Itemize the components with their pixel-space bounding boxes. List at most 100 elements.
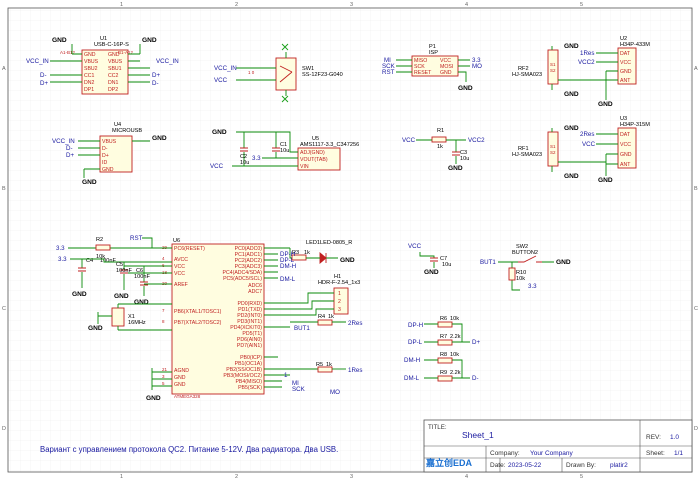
schematic-label: PC0(ADC0) <box>235 246 263 252</box>
schematic-label: DP-L <box>408 339 423 346</box>
schematic-label: PB7(XTAL2/TOSC2) <box>174 320 222 326</box>
schematic-label: VCC <box>210 163 224 170</box>
u6-atmega328-mcu[interactable]: U6 ATMEGA328 PC6(RESET) AVCC VCC VCC ARE… <box>162 238 318 399</box>
schematic-label: 2023-05-22 <box>508 462 542 469</box>
schematic-label: PD1(TXD) <box>238 307 262 313</box>
schematic-label: GND <box>174 382 186 388</box>
ref-label: U5 <box>312 136 319 142</box>
value-label: H34P-315M <box>620 122 650 128</box>
u3-rf-receiver-315[interactable]: U3 H34P-315M DAT VCC GND ANT 2Res VCC GN… <box>580 116 650 184</box>
schematic-label: VCC <box>582 141 596 148</box>
u1-usb-c-connector[interactable]: U1 USB-C-16P-S A1-B12 B1-A12 GND VBUS SB… <box>26 36 179 95</box>
u2-rf-receiver-433[interactable]: U2 H34P-433M DAT VCC GND ANT 1Res VCC2 G… <box>578 36 650 108</box>
col-label: 4 <box>465 2 468 8</box>
schematic-label: 3 <box>338 307 341 313</box>
schematic-label: 10u <box>240 160 249 166</box>
schematic-label: 7 <box>162 308 165 313</box>
schematic-label: VCC <box>440 58 451 64</box>
schematic-label: VBUS <box>102 139 117 145</box>
schematic-label: VCC <box>620 142 631 148</box>
schematic-label: AVCC <box>174 257 188 263</box>
rf2-antenna-connector[interactable]: RF2 HJ-SMA023 S1 S2 GND GND <box>512 43 606 98</box>
ref-label: U2 <box>620 36 627 42</box>
schematic-label: GND <box>102 167 114 173</box>
sw2-user-button[interactable]: SW2 BUTTON2 R10 10k BUT1 3.3 GND <box>480 244 571 291</box>
ref-label: U1 <box>100 36 107 42</box>
schematic-label: DAT <box>620 51 631 57</box>
schematic-label: 10u <box>442 262 451 268</box>
schematic-label: CC1 <box>84 73 94 79</box>
schematic-label: R4 <box>318 314 325 320</box>
schematic-label: 21 <box>162 367 168 372</box>
schematic-label: GND <box>556 259 571 266</box>
schematic-label: S1 <box>550 144 556 149</box>
schematic-label: GND <box>142 37 157 44</box>
value-label: HDR-F-2.54_1x3 <box>318 280 360 286</box>
schematic-label: X1 <box>128 314 135 320</box>
rf1-antenna-connector[interactable]: RF1 HJ-SMA023 S1 S2 GND GND <box>512 125 606 180</box>
schematic-label: BUT1 <box>294 325 310 332</box>
col-label: 3 <box>350 474 353 480</box>
qc2-resistor-divider[interactable]: DP-H R6 10k DP-L R7 2.2k DM-H R8 10k DM-… <box>404 316 480 382</box>
x1-crystal[interactable]: X1 16MHz GND <box>88 303 172 332</box>
left-pins: PC6(RESET) AVCC VCC VCC AREF PB6(XTAL1/T… <box>162 245 222 388</box>
schematic-label: C3 <box>460 150 467 156</box>
schematic-label: 1.0 <box>670 434 679 441</box>
schematic-label: GND <box>146 395 161 402</box>
schematic-label: D- <box>40 72 47 79</box>
c7-capacitor[interactable]: VCC C7 10u GND <box>408 243 451 276</box>
col-label: 3 <box>350 2 353 8</box>
p1-isp-header[interactable]: P1 ISP MISO SCK RESET VCC MOSI GND MI SC… <box>382 44 482 92</box>
schematic-label: 100nF <box>100 258 116 264</box>
schematic-label: 100nF <box>134 274 150 280</box>
schematic-label: Company: <box>490 450 520 457</box>
schematic-label: GND <box>424 269 439 276</box>
ref-label: U3 <box>620 116 627 122</box>
schematic-label: GND <box>114 293 129 300</box>
schematic-label: C2 <box>240 154 247 160</box>
schematic-label: 10u <box>460 156 469 162</box>
ref-label: SW2 <box>516 244 528 250</box>
u6-reset-circuit[interactable]: RST R2 10k 3.3 <box>56 235 172 260</box>
schematic-label: R6 <box>440 316 447 322</box>
schematic-label: 3.3 <box>528 283 537 290</box>
r1-c3-filter[interactable]: R1 1k C3 10u VCC VCC2 GND <box>402 128 485 172</box>
schematic-label: D- <box>472 375 479 382</box>
sw1-power-switch[interactable]: SW1 SS-12F23-G040 1 0 VCC_IN VCC <box>214 43 343 103</box>
schematic-label: PC4(ADC4/SDA) <box>223 270 263 276</box>
schematic-label: C1 <box>280 142 287 148</box>
schematic-label: 10k <box>450 352 459 358</box>
right-pins: PC0(ADC0) PC1(ADC1) PC2(ADC2) PC3(ADC3) … <box>223 246 263 391</box>
u6-power-decoupling[interactable]: C4 100nF C5 100nF C6 100nF 3.3 GND GND G… <box>58 256 172 306</box>
col-label: 2 <box>235 474 238 480</box>
u5-ldo-regulator[interactable]: U5 AMS1117-3.3_C347256 ADJ(GND) VOUT(TAB… <box>210 129 359 171</box>
value-label: USB-C-16P-S <box>94 42 129 48</box>
schematic-label: 10k <box>450 316 459 322</box>
schematic-label: PD7(AIN1) <box>237 343 262 349</box>
u4-microusb-connector[interactable]: U4 MICROUSB VBUS D- D+ ID GND VCC_IN D- … <box>52 122 167 186</box>
schematic-label: PD6(AIN0) <box>237 337 262 343</box>
led1-status-led[interactable]: LED1LED-0805_R R3 1k GND <box>289 240 355 264</box>
sheet-title: Sheet_1 <box>462 430 494 440</box>
schematic-label: 1k <box>328 314 334 320</box>
schematic-label: PB4(MISO) <box>235 379 262 385</box>
r5-res1-output[interactable]: R5 1k 1Res MI SCK MO 1 <box>284 362 362 396</box>
schematic-label: VCC <box>402 137 416 144</box>
r4-res2-output[interactable]: R4 1k 2Res BUT1 <box>290 314 362 332</box>
schematic-label: DP-H <box>408 322 423 329</box>
schematic-label: SCK <box>414 64 425 70</box>
schematic-label: R7 <box>440 334 447 340</box>
row-label: A <box>694 66 698 72</box>
schematic-label: D+ <box>66 152 74 159</box>
schematic-label: PB0(ICP) <box>240 355 262 361</box>
schematic-label: GND <box>174 375 186 381</box>
value-label: MICROUSB <box>112 128 142 134</box>
schematic-label: DN2 <box>84 80 94 86</box>
schematic-label: VCC <box>174 264 185 270</box>
schematic-label: R3 <box>292 250 299 256</box>
h1-pin-header[interactable]: H1 HDR-F-2.54_1x3 1 2 3 <box>282 274 360 316</box>
schematic-label: DN1 <box>108 80 118 86</box>
schematic-label: GND <box>52 37 67 44</box>
schematic-label: MO <box>330 389 340 396</box>
